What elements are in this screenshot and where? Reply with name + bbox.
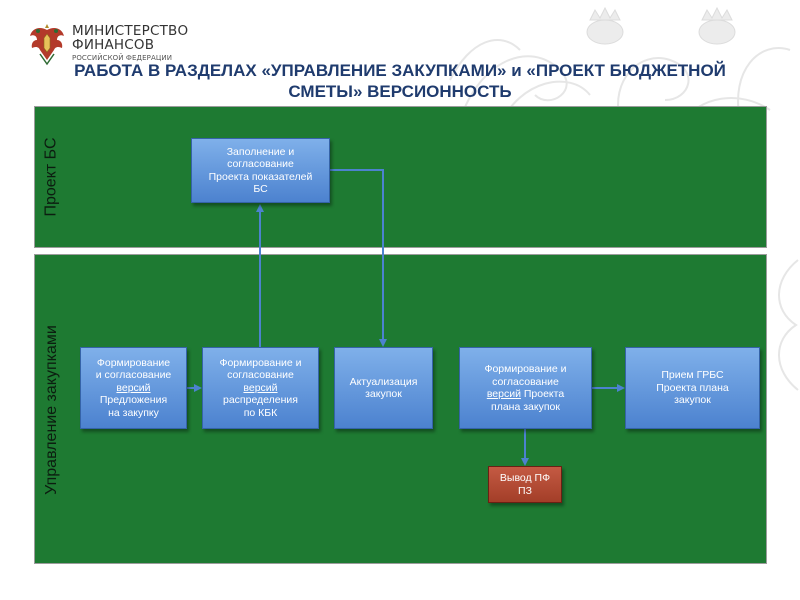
lane-label-procurement: Управление закупками (43, 325, 60, 495)
lane-label-project-bs: Проект БС (43, 137, 60, 217)
box-form-plan: Формирование и согласование версий Проек… (459, 347, 592, 429)
versions-link: версий (486, 388, 521, 400)
versions-link: версий (243, 381, 278, 394)
double-headed-eagle-emblem (30, 24, 64, 66)
lane-project-bs (34, 106, 767, 248)
logo-line-3: РОССИЙСКОЙ ФЕДЕРАЦИИ (72, 54, 173, 62)
box-form-distribution: Формирование и согласование версий распр… (202, 347, 319, 429)
ministry-logo-text: МИНИСТЕРСТВО ФИНАНСОВ РОССИЙСКОЙ ФЕДЕРАЦ… (72, 24, 188, 63)
logo-line-1: МИНИСТЕРСТВО (72, 23, 189, 39)
box-output-pf: Вывод ПФ ПЗ (488, 466, 562, 503)
box-form-proposals: Формирование и согласование версий Предл… (80, 347, 187, 429)
title-line-2: СМЕТЫ» ВЕРСИОННОСТЬ (288, 82, 512, 101)
versions-link: версий (116, 381, 151, 394)
page-title: РАБОТА В РАЗДЕЛАХ «УПРАВЛЕНИЕ ЗАКУПКАМИ»… (40, 60, 760, 102)
side-ornament-watermark (778, 259, 799, 391)
logo-line-2: ФИНАНСОВ (72, 37, 155, 53)
box-actualization: Актуализация закупок (334, 347, 433, 429)
title-line-1: РАБОТА В РАЗДЕЛАХ «УПРАВЛЕНИЕ ЗАКУПКАМИ»… (74, 61, 726, 80)
box-accept-grbs: Прием ГРБС Проекта плана закупок (625, 347, 760, 429)
box-fill-bs: Заполнение и согласование Проекта показа… (191, 138, 330, 203)
